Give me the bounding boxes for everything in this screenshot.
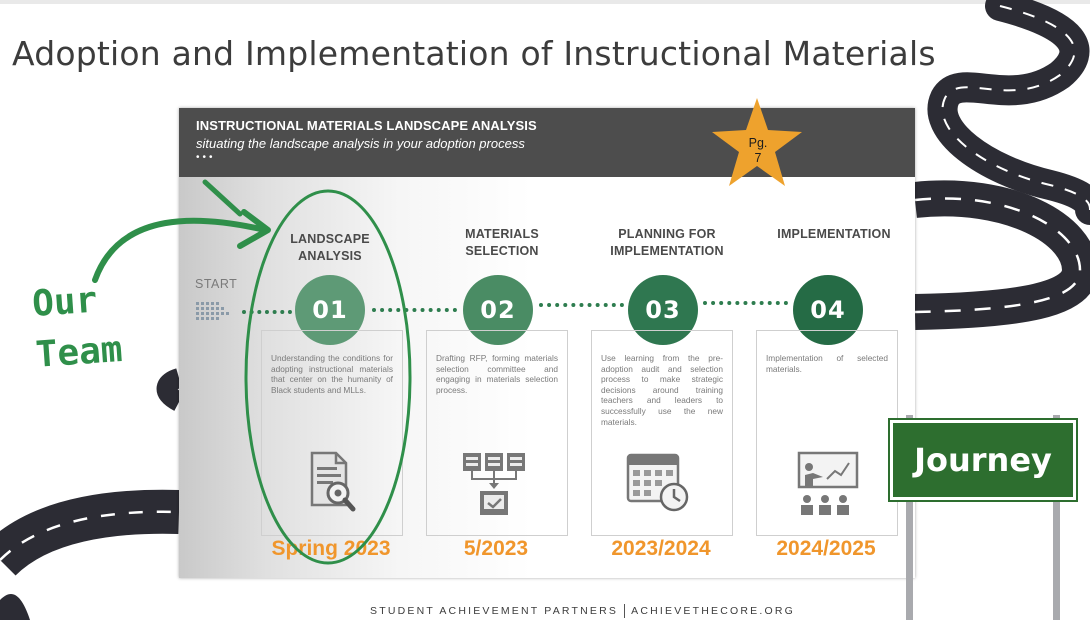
our-team-line2: Team — [34, 328, 124, 376]
footer-site: ACHIEVETHECORE.ORG — [631, 604, 795, 617]
step-4-description: Implementation of selected materials. — [766, 353, 888, 374]
panel-header: INSTRUCTIONAL MATERIALS LANDSCAPE ANALYS… — [179, 108, 915, 177]
landscape-panel: INSTRUCTIONAL MATERIALS LANDSCAPE ANALYS… — [179, 108, 915, 578]
top-border — [0, 0, 1090, 4]
step-3-number: 03 — [628, 275, 698, 345]
step-3-label: PLANNING FOR IMPLEMENTATION — [592, 226, 742, 260]
step-2-card: Drafting RFP, forming materials selectio… — [426, 330, 568, 536]
step-1-label-line1: LANDSCAPE — [290, 232, 370, 246]
pointer-arrow-icon — [92, 217, 268, 283]
step-1-description: Understanding the conditions for adoptin… — [271, 353, 393, 395]
step-2-label-line1: MATERIALS — [465, 227, 539, 241]
connector-1-2 — [372, 308, 457, 312]
step-4-label: IMPLEMENTATION — [759, 226, 909, 243]
step-2-number: 02 — [463, 275, 533, 345]
our-team-line1: Our — [30, 279, 99, 326]
star-icon — [712, 98, 802, 186]
our-team-annotation: Our Team — [31, 273, 125, 381]
selection-flow-icon — [463, 453, 525, 515]
connector-start — [242, 310, 292, 314]
page-reference: Pg. 7 — [733, 136, 783, 166]
panel-dots: ••• — [196, 152, 216, 163]
calendar-clock-icon — [626, 453, 689, 512]
step-3-card: Use learning from the pre-adoption audit… — [591, 330, 733, 536]
footer-org: STUDENT ACHIEVEMENT PARTNERS — [370, 604, 619, 617]
journey-sign: Journey — [888, 418, 1078, 502]
step-4-number: 04 — [793, 275, 863, 345]
page-ref-label: Pg. — [748, 136, 768, 150]
panel-title: INSTRUCTIONAL MATERIALS LANDSCAPE ANALYS… — [196, 118, 537, 133]
step-1-card: Understanding the conditions for adoptin… — [261, 330, 403, 536]
presentation-icon — [797, 451, 859, 515]
step-2-label-line2: SELECTION — [465, 244, 539, 258]
step-2-description: Drafting RFP, forming materials selectio… — [436, 353, 558, 395]
step-4-date: 2024/2025 — [776, 537, 876, 560]
step-3-label-line1: PLANNING FOR — [618, 227, 716, 241]
footer-separator — [624, 604, 626, 618]
step-4-label-line1: IMPLEMENTATION — [777, 227, 891, 241]
step-2-date: 5/2023 — [463, 537, 529, 560]
start-label: START — [195, 277, 238, 291]
step-3-label-line2: IMPLEMENTATION — [610, 244, 724, 258]
connector-2-3 — [539, 303, 624, 307]
step-1-number: 01 — [295, 275, 365, 345]
step-1-label-line2: ANALYSIS — [298, 249, 362, 263]
slide-title: Adoption and Implementation of Instructi… — [12, 34, 936, 73]
footer: STUDENT ACHIEVEMENT PARTNERS ACHIEVETHECO… — [370, 604, 795, 618]
sign-post-right — [1053, 415, 1060, 620]
sign-post-left — [906, 415, 913, 620]
highlight-ellipse — [244, 189, 412, 565]
start-arrow-icon — [196, 302, 229, 320]
document-magnifier-icon — [310, 451, 356, 512]
step-3-date: 2023/2024 — [611, 537, 711, 560]
step-2-label: MATERIALS SELECTION — [427, 226, 577, 260]
step-1-label: LANDSCAPE ANALYSIS — [255, 231, 405, 265]
connector-3-4 — [703, 301, 788, 305]
panel-subtitle: situating the landscape analysis in your… — [196, 136, 525, 151]
page-ref-number: 7 — [754, 151, 762, 165]
step-3-description: Use learning from the pre-adoption audit… — [601, 353, 723, 427]
